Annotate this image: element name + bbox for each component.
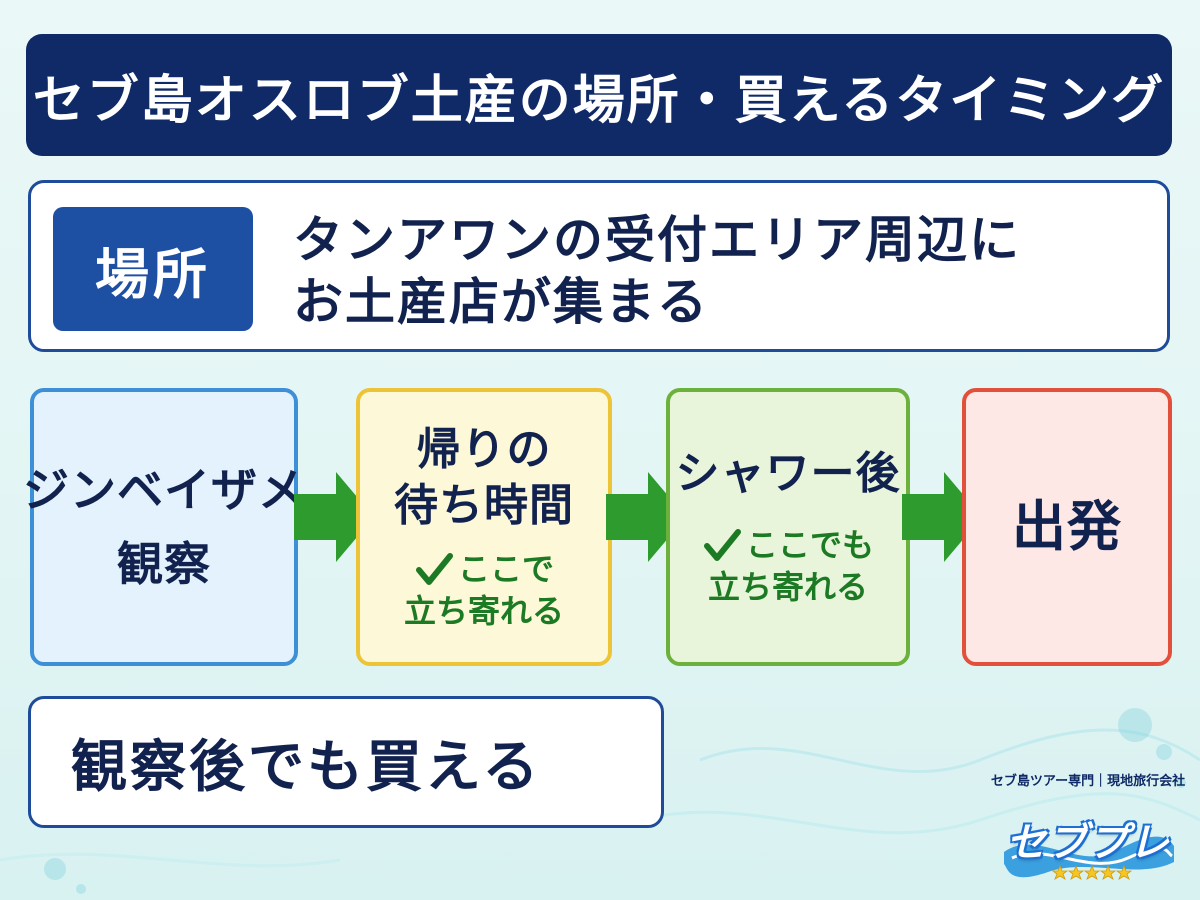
logo-tagline: セブ島ツアー専門｜現地旅行会社 (990, 774, 1186, 789)
bottom-note-card: 観察後でも買える (28, 696, 664, 828)
decorative-bubble (44, 858, 66, 880)
step-whale-shark-watching: ジンベイザメ 観察 (23, 388, 304, 666)
location-line-2: お土産店が集まる (293, 273, 709, 331)
step-return-wait: 帰りの 待ち時間 ここで 立ち寄れる (356, 388, 612, 666)
step-title-line-1: シャワー後 (675, 448, 901, 499)
logo-wordmark: セブプレ (1006, 820, 1170, 866)
arrow-right-icon (294, 472, 374, 562)
step-title-line-1: ジンベイザメ (23, 463, 305, 517)
logo-wave-icon (1004, 836, 1174, 880)
location-card: 場所 タンアワンの受付エリア周辺に お土産店が集まる (28, 180, 1170, 352)
step-departure: 出発 (962, 388, 1172, 666)
step-title: シャワー後 (676, 446, 901, 502)
step-title-line-2: 観察 (117, 537, 211, 591)
decorative-bubble (76, 884, 86, 894)
decorative-bubble (1118, 708, 1152, 742)
step-after-shower: シャワー後 ここでも 立ち寄れる (666, 388, 910, 666)
location-line-1: タンアワンの受付エリア周辺に (293, 211, 1021, 269)
step-title-line-1: 帰りの (416, 424, 552, 475)
page-title: セブ島オスロブ土産の場所・買えるタイミング (32, 70, 1166, 131)
title-bar: セブ島オスロブ土産の場所・買えるタイミング (26, 34, 1172, 156)
step-title-line-1: 出発 (1012, 495, 1122, 558)
step-title: 帰りの 待ち時間 (394, 422, 574, 534)
step-title: ジンベイザメ 観察 (23, 453, 305, 601)
step-title-line-2: 待ち時間 (394, 480, 574, 531)
location-badge: 場所 (53, 207, 253, 331)
decorative-bubble (1176, 778, 1186, 788)
check-icon (703, 529, 741, 561)
bottom-note-text: 観察後でも買える (71, 734, 542, 800)
step-note-line-2: 立ち寄れる (707, 568, 868, 606)
step-title: 出発 (1012, 499, 1122, 555)
step-note-line-2: 立ち寄れる (403, 592, 564, 630)
step-note-line-1: ここで (457, 550, 554, 588)
location-description: タンアワンの受付エリア周辺に お土産店が集まる (293, 209, 1153, 333)
decorative-bubble (1156, 744, 1172, 760)
step-note-line-1: ここでも (745, 526, 874, 564)
brand-logo: セブ島ツアー専門｜現地旅行会社 セブプレ (988, 770, 1188, 890)
check-icon (415, 553, 453, 585)
step-note: ここでも 立ち寄れる (702, 524, 874, 608)
step-note: ここで 立ち寄れる (404, 548, 564, 632)
